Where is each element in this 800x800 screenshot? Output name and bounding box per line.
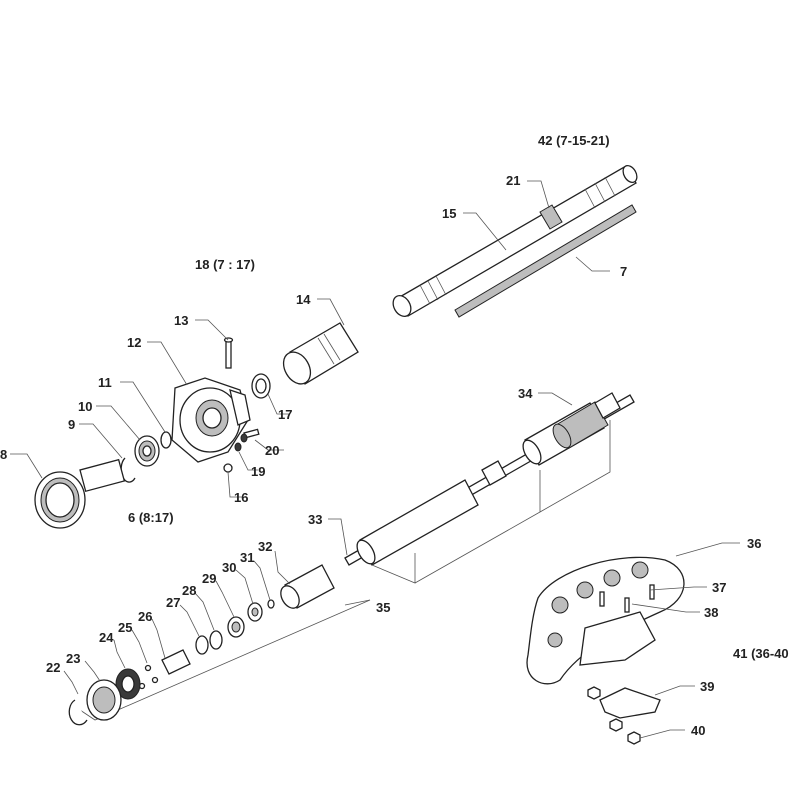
label-31: 31: [240, 550, 254, 565]
label-39: 39: [700, 679, 714, 694]
label-36: 36: [747, 536, 761, 551]
part-8-bell: [34, 458, 126, 529]
label-6: 6 (8:17): [128, 510, 174, 525]
label-18: 18 (7 : 17): [195, 257, 255, 272]
label-35: 35: [376, 600, 390, 615]
part-10-bearing: [134, 435, 160, 467]
callout-labels: 42 (7-15-21) 21 15 7 18 (7 : 17) 14 13 1…: [0, 133, 789, 738]
label-8: 8: [0, 447, 7, 462]
part-21-clip: [539, 204, 563, 230]
part-20-screw: [240, 428, 260, 443]
part-23-collar: [86, 679, 122, 721]
label-28: 28: [182, 583, 196, 598]
label-37: 37: [712, 580, 726, 595]
label-19: 19: [251, 464, 265, 479]
label-29: 29: [202, 571, 216, 586]
label-23: 23: [66, 651, 80, 666]
part-14-cone: [282, 322, 359, 385]
part-24-spring: [115, 668, 141, 700]
label-12: 12: [127, 335, 141, 350]
part-11-ring: [160, 431, 172, 449]
part-26-pin: [161, 649, 191, 675]
part-39-clamp: [599, 687, 661, 719]
part-30-bushing: [247, 602, 263, 622]
label-41: 41 (36-40: [733, 646, 789, 661]
label-22: 22: [46, 660, 60, 675]
leader-lines: [10, 180, 740, 739]
part-32-coupler: [280, 564, 335, 609]
part-28-ring: [209, 630, 223, 650]
part-19-washer: [234, 442, 242, 452]
label-20: 20: [265, 443, 279, 458]
label-34: 34: [518, 386, 533, 401]
label-21: 21: [506, 173, 520, 188]
part-31-ring: [267, 599, 275, 609]
reference-lines-35: [79, 420, 611, 721]
part-22-circlip: [68, 699, 88, 726]
label-40: 40: [691, 723, 705, 738]
label-33: 33: [308, 512, 322, 527]
label-25: 25: [118, 620, 132, 635]
label-27: 27: [166, 595, 180, 610]
part-25-balls: [138, 664, 159, 690]
label-9: 9: [68, 417, 75, 432]
label-38: 38: [704, 605, 718, 620]
label-11: 11: [98, 375, 112, 390]
label-16: 16: [234, 490, 248, 505]
handle-assembly: [526, 556, 685, 745]
label-42: 42 (7-15-21): [538, 133, 610, 148]
part-7-flexible-shaft: [454, 204, 637, 318]
part-29-bushing: [227, 616, 245, 638]
label-17: 17: [278, 407, 292, 422]
part-38-bracket: [579, 611, 656, 666]
label-24: 24: [99, 630, 114, 645]
label-14: 14: [296, 292, 311, 307]
label-15: 15: [442, 206, 456, 221]
label-13: 13: [174, 313, 188, 328]
part-12-gear-housing: [171, 377, 251, 463]
part-16-ring: [223, 463, 233, 473]
part-37-bolts: [599, 584, 655, 613]
part-27-ring: [195, 635, 209, 655]
label-32: 32: [258, 539, 272, 554]
part-13-pin: [223, 337, 234, 369]
part-34-sleeve: [552, 401, 609, 449]
label-7: 7: [620, 264, 627, 279]
drive-tube-assembly: [392, 164, 638, 318]
label-10: 10: [78, 399, 92, 414]
part-40-nuts: [587, 686, 641, 745]
drive-shaft-assembly: [344, 392, 635, 566]
label-30: 30: [222, 560, 236, 575]
label-26: 26: [138, 609, 152, 624]
